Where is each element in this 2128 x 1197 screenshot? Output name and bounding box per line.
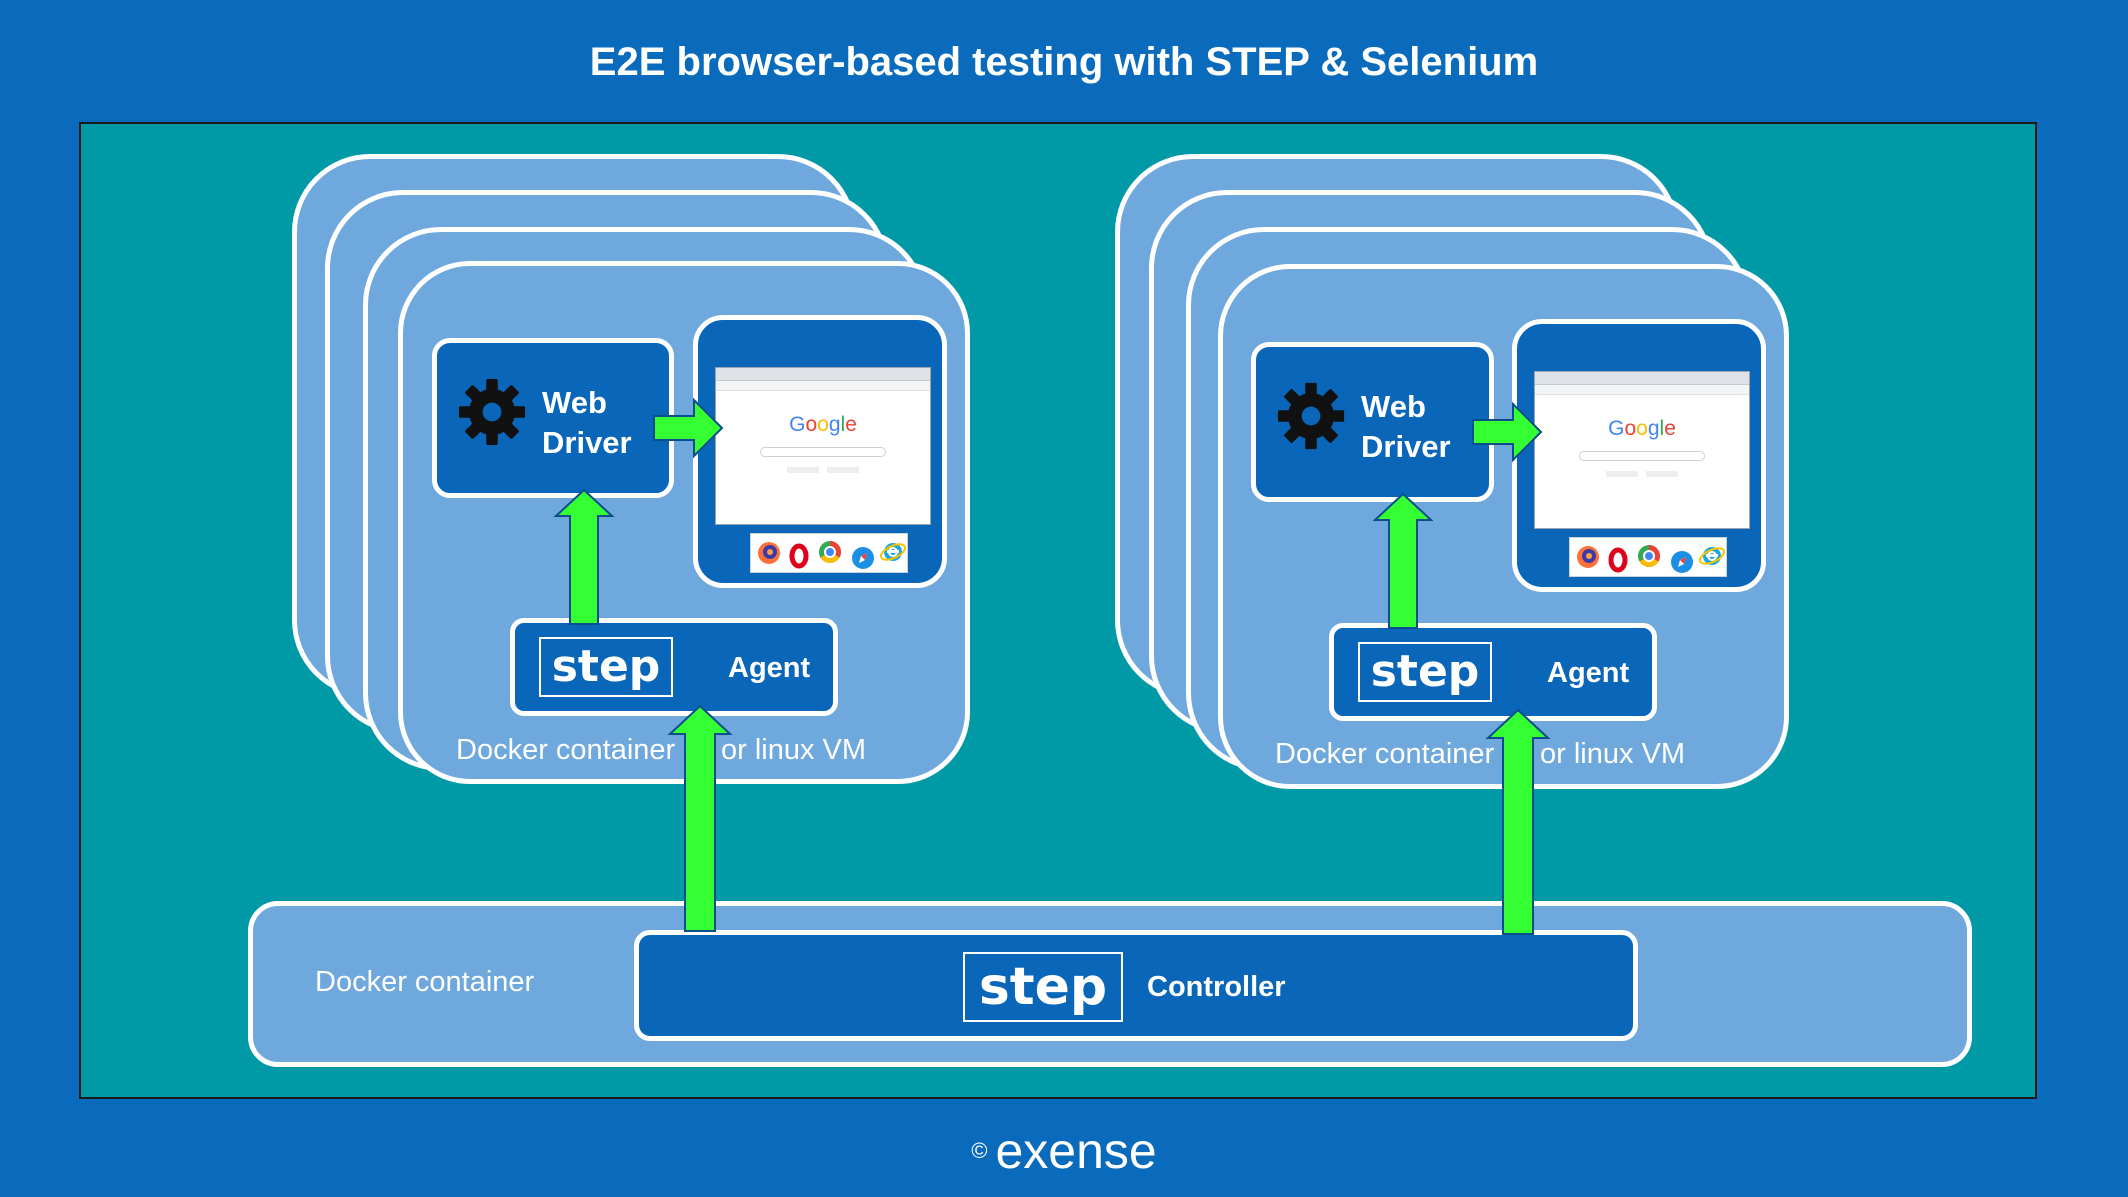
browser-box: Google [693, 315, 947, 588]
agent-box: step Agent [510, 618, 838, 716]
browser-screenshot: Google [1534, 371, 1750, 529]
browser-address-bar [716, 381, 930, 391]
agent-label: Agent [728, 652, 811, 684]
google-logo: Google [789, 413, 857, 436]
copyright-symbol: © [971, 1138, 988, 1163]
browser-chrome-bar [1535, 372, 1749, 385]
linux-vm-label: or linux VM [721, 734, 867, 766]
linux-vm-label: or linux VM [1540, 738, 1686, 770]
safari-icon [852, 547, 874, 569]
webdriver-box: Web Driver [432, 338, 674, 498]
controller-docker-label: Docker container [315, 966, 535, 998]
safari-icon [1671, 551, 1693, 573]
page-title: E2E browser-based testing with STEP & Se… [589, 40, 1539, 84]
webdriver-box: Web Driver [1251, 342, 1494, 502]
exense-logo: exense [995, 1123, 1157, 1179]
step-logo: step [539, 637, 673, 697]
internet-explorer-icon [879, 543, 907, 561]
webdriver-label-line1: Web [1361, 389, 1426, 424]
agent-box: step Agent [1329, 623, 1657, 721]
controller-box: step Controller [634, 930, 1638, 1041]
google-search-buttons [787, 467, 859, 473]
webdriver-label-line1: Web [542, 385, 607, 420]
browser-screenshot: Google [715, 367, 931, 525]
chrome-icon [1638, 545, 1660, 567]
chrome-icon [819, 541, 841, 563]
docker-container-label: Docker container [456, 734, 676, 766]
firefox-icon [758, 542, 780, 564]
internet-explorer-icon [1698, 547, 1726, 565]
google-search-input [760, 447, 886, 457]
webdriver-label-line2: Driver [1361, 429, 1451, 464]
google-logo: Google [1608, 417, 1676, 440]
controller-label: Controller [1147, 971, 1286, 1003]
docker-container-label: Docker container [1275, 738, 1495, 770]
browser-icons-bar [750, 533, 908, 573]
browser-box: Google [1512, 319, 1766, 592]
agent-label: Agent [1547, 657, 1630, 689]
browser-address-bar [1535, 385, 1749, 395]
webdriver-label-line2: Driver [542, 425, 632, 460]
step-logo: step [1358, 642, 1492, 702]
gear-icon [1275, 380, 1347, 457]
browser-chrome-bar [716, 368, 930, 381]
google-search-buttons [1606, 471, 1678, 477]
gear-icon [456, 376, 528, 453]
google-search-input [1579, 451, 1705, 461]
footer: © exense [0, 1122, 2128, 1180]
opera-icon [789, 543, 809, 569]
browser-icons-bar [1569, 537, 1727, 577]
firefox-icon [1577, 546, 1599, 568]
opera-icon [1608, 547, 1628, 573]
controller-step-logo: step [963, 952, 1123, 1022]
